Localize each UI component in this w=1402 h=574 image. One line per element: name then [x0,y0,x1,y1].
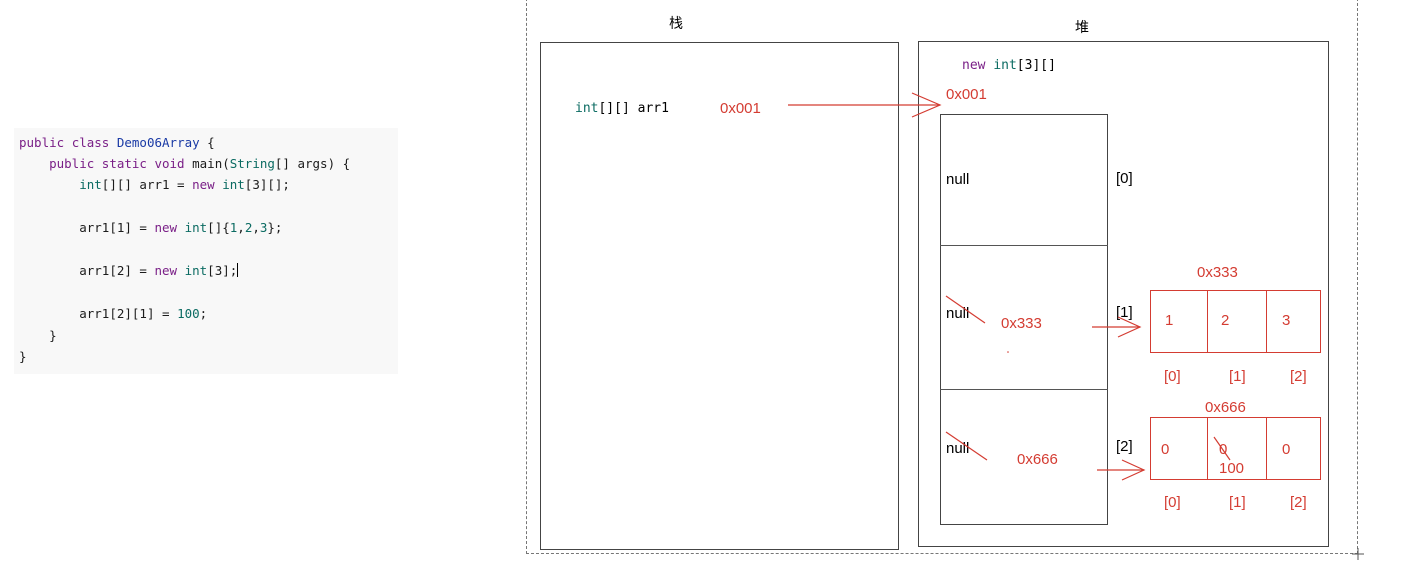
type-name: String [229,156,275,171]
inner-array-2-index-2: [2] [1290,494,1307,511]
code-text: [3][] [1016,58,1056,73]
outer-array-box [940,114,1108,525]
code-line-4: arr1[1] = new int[]{1,2,3}; [19,220,282,236]
inner-array-1-value-0: 1 [1165,312,1174,329]
code-text: }; [267,220,283,235]
code-text: main( [184,156,230,171]
keyword: new [192,177,215,192]
number: 3 [259,220,268,235]
cell-divider [1207,290,1208,353]
inner-array-1-index-0: [0] [1164,368,1181,385]
inner-array-1-value-2: 3 [1282,312,1291,329]
inner-array-2-index-0: [0] [1164,494,1181,511]
inner-array-1-index-2: [2] [1290,368,1307,385]
inner-array-1-address: 0x333 [1197,264,1238,281]
outer-array-address: 0x001 [946,86,987,103]
number: 1 [229,220,238,235]
stray-dot [1007,351,1009,353]
closing-brace: } [19,349,27,364]
cell-divider [1207,417,1208,480]
cell-divider [1266,417,1267,480]
keyword: static [101,156,147,171]
type-name: int [184,220,208,235]
cell-divider [940,245,1108,246]
code-text: arr1[2][1] = [79,306,178,321]
type-name: int [575,101,599,116]
type-name: int [79,177,102,192]
code-line-1: public class Demo06Array { [19,135,215,151]
outer-cell-0-value: null [946,171,970,188]
outer-cell-2-ref: 0x666 [1017,451,1058,468]
inner-array-2-overwrite-value: 100 [1219,460,1245,477]
number: 2 [244,220,253,235]
outer-cell-1-index: [1] [1116,304,1133,321]
code-text: arr1[2] = [79,263,155,278]
code-line-5: arr1[2] = new int[3]; [19,263,239,279]
cell-divider [940,389,1108,390]
stack-title: 栈 [669,16,683,32]
keyword: public [49,156,95,171]
inner-array-2-value-2: 0 [1282,441,1291,458]
type-name: int [993,58,1017,73]
class-name: Demo06Array [116,135,200,150]
code-text: [][] arr1 = [101,177,193,192]
inner-array-1-index-1: [1] [1229,368,1246,385]
code-text: [] args) { [274,156,351,171]
code-text: arr1[1] = [79,220,155,235]
inner-array-2-index-1: [1] [1229,494,1246,511]
keyword: new [962,58,986,73]
keyword: class [71,135,110,150]
outer-cell-1-value: null [946,305,970,322]
inner-array-1-value-1: 2 [1221,312,1230,329]
type-name: int [184,263,208,278]
arrowhead [1121,459,1146,481]
keyword: public [19,135,65,150]
code-text: [3]; [207,263,238,278]
code-line-3: int[][] arr1 = new int[3][]; [19,177,290,193]
inner-array-1-box [1150,290,1321,353]
strike-null-1 [945,295,986,324]
inner-array-2-box [1150,417,1321,480]
code-text: , [252,220,260,235]
heap-new-expression: new int[3][] [962,58,1056,73]
code-text: { [199,135,215,150]
keyword: new [154,263,178,278]
outer-cell-0-index: [0] [1116,170,1133,187]
stack-variable: int[][] arr1 [575,101,669,116]
keyword: new [154,220,178,235]
type-name: int [222,177,245,192]
outer-cell-2-index: [2] [1116,438,1133,455]
inner-array-2-value-0: 0 [1161,441,1170,458]
corner-marker [1352,548,1364,560]
arrowhead [911,92,942,118]
code-line-6: arr1[2][1] = 100; [19,306,207,322]
code-text: [3][]; [244,177,290,192]
code-line-2: public static void main(String[] args) { [19,156,350,172]
code-line-8: } [19,349,27,365]
diagram-frame [526,0,1358,554]
code-panel: public class Demo06Array { public static… [14,128,398,374]
number: 100 [177,306,200,321]
arrowhead [1117,316,1142,338]
closing-brace: } [49,328,57,343]
outer-cell-1-ref: 0x333 [1001,315,1042,332]
stack-variable-value: 0x001 [720,100,761,117]
code-text: ; [199,306,208,321]
text-cursor [237,263,239,277]
strike-zero [1213,436,1231,461]
code-text: []{ [207,220,230,235]
code-text: , [237,220,245,235]
cell-divider [1266,290,1267,353]
keyword: void [154,156,185,171]
inner-array-2-address: 0x666 [1205,399,1246,416]
stack-box [540,42,899,550]
heap-title: 堆 [1075,20,1089,36]
variable-name: [][] arr1 [598,101,669,116]
code-line-7: } [19,328,57,344]
strike-null-2 [945,431,988,461]
